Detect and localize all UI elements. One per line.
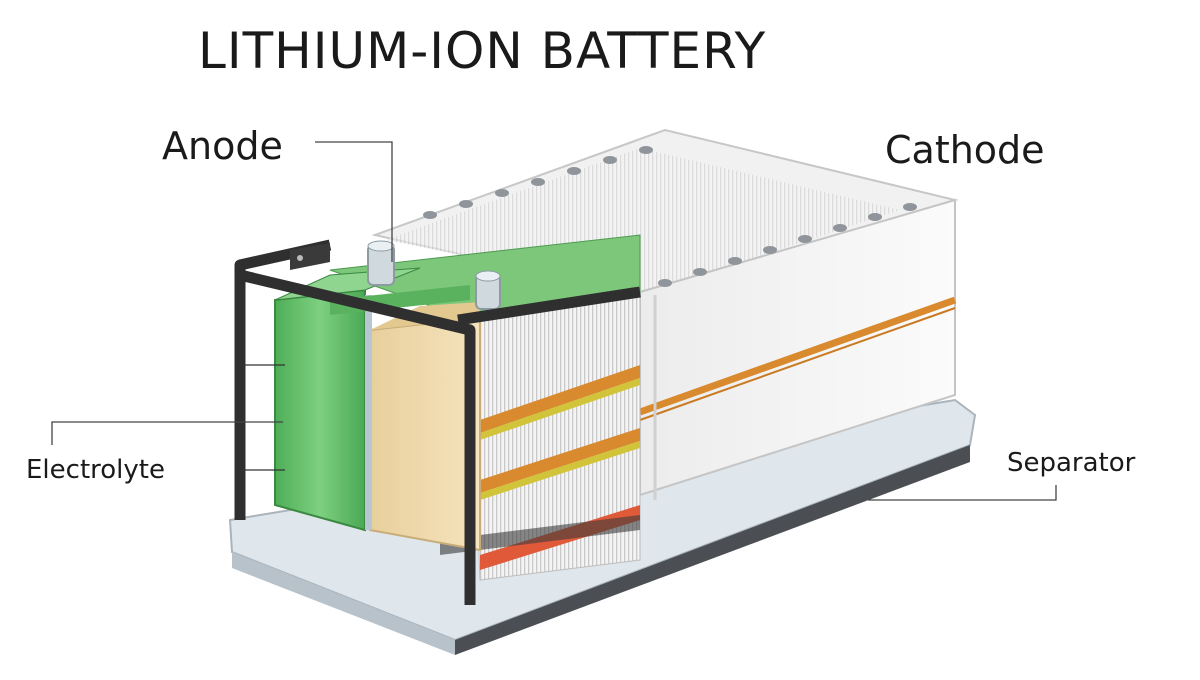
leader-lines (51, 141, 1057, 501)
electrolyte-leader (51, 421, 283, 445)
separator-label: Separator (1007, 448, 1136, 478)
electrolyte-label: Electrolyte (26, 455, 165, 485)
diagram-title: LITHIUM-ION BATTERY (198, 22, 767, 80)
vent-holes (423, 146, 917, 287)
cathode-label: Cathode (885, 128, 1045, 172)
anode-leader (315, 141, 393, 262)
separator-leader (868, 485, 1057, 501)
anode-label: Anode (162, 124, 283, 168)
front-cells (274, 267, 481, 552)
frame-bracket (290, 243, 330, 270)
electrolyte-ticks (242, 364, 285, 471)
